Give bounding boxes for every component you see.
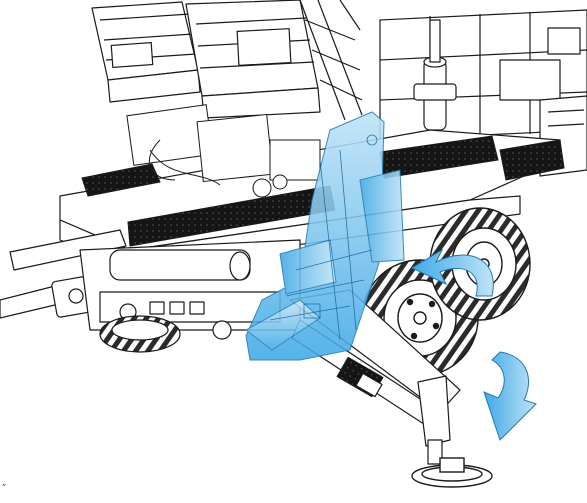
front-body [79, 239, 301, 340]
actuator-cylinder [413, 19, 457, 131]
rotate-arrow-icon [410, 248, 494, 297]
stabilizer-foot-pad [411, 457, 493, 488]
launcher-container-right [185, 0, 321, 119]
deck-plate-left [81, 163, 161, 197]
container-lattice-frame [299, 0, 363, 121]
stabilizer-highlight-detail [269, 134, 378, 341]
corner-mark: ” [2, 483, 7, 492]
down-arrow-icon [483, 351, 537, 441]
launcher-container-left [91, 1, 201, 103]
deck-plate-rear [499, 139, 565, 181]
equipment-assembly [126, 104, 321, 198]
front-wheel [99, 315, 181, 353]
